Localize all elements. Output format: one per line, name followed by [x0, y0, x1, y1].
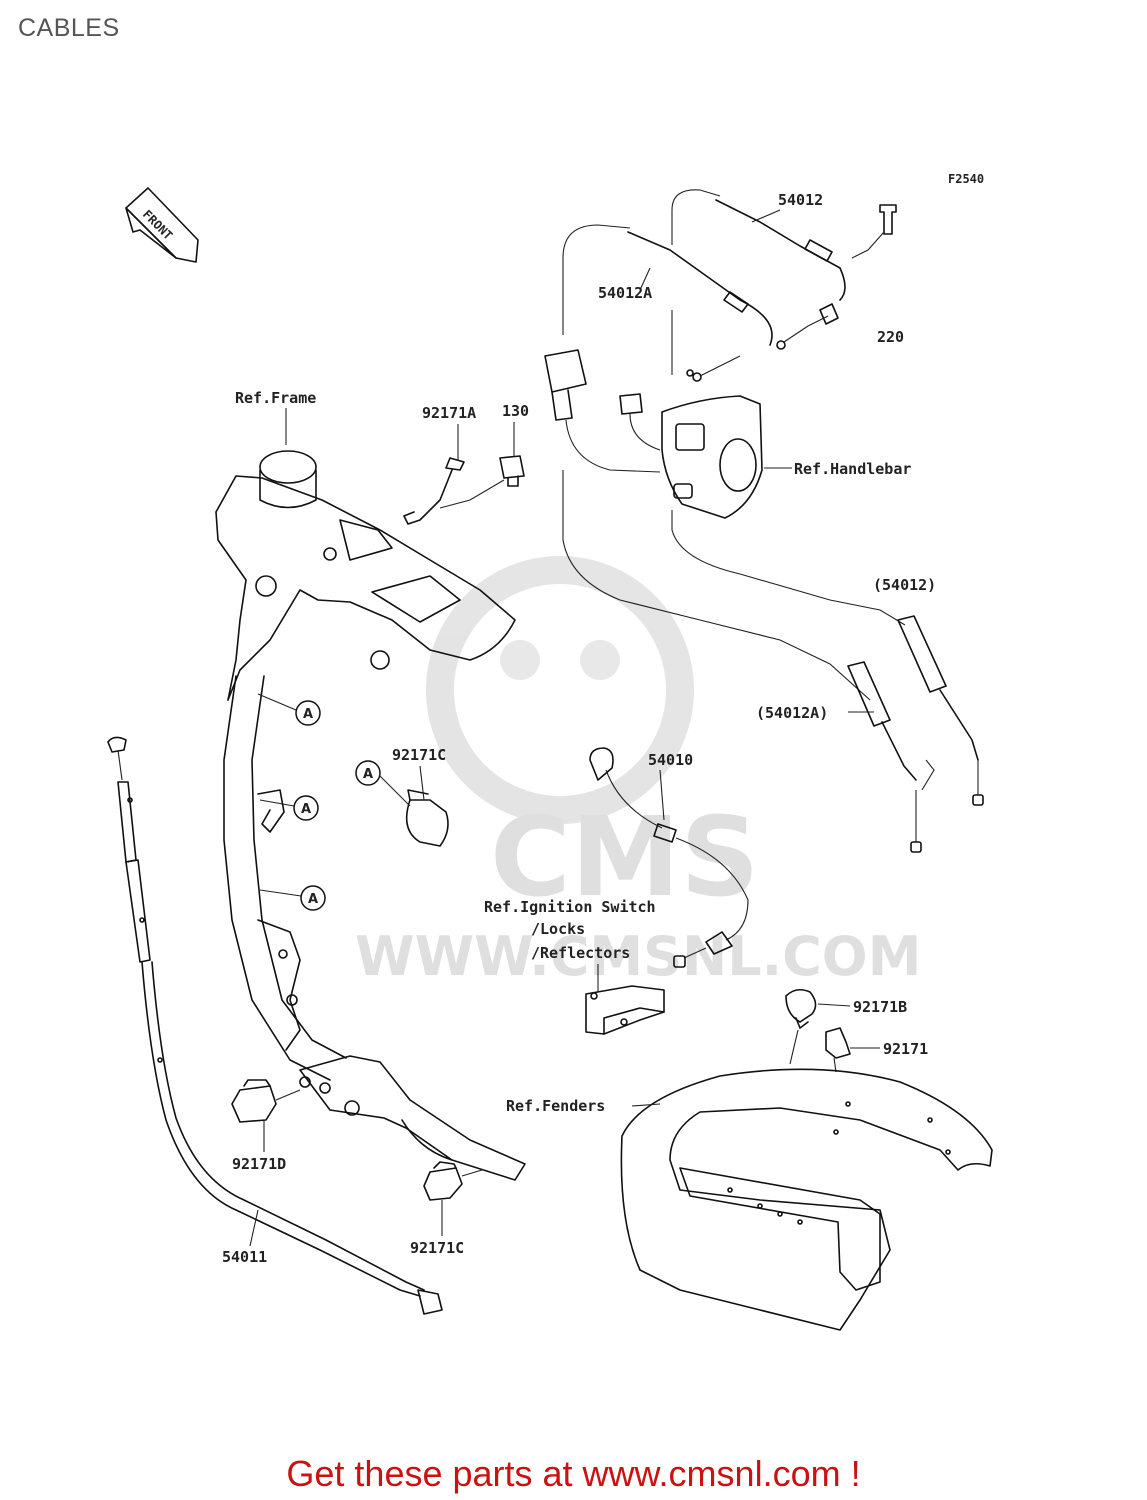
label-54011: 54011	[222, 1248, 267, 1266]
cable-run-54012A	[562, 470, 871, 701]
ignition-switch-bracket	[585, 985, 665, 1035]
clamp-92171C-bottom	[423, 1161, 483, 1201]
clip-92171	[825, 1027, 880, 1059]
label-ref-handlebar: Ref.Handlebar	[794, 460, 911, 478]
label-54012: 54012	[778, 191, 823, 209]
cable-54011	[107, 736, 443, 1315]
svg-text:A: A	[301, 802, 311, 817]
clamp-92171B	[785, 988, 851, 1029]
page-title: CABLES	[18, 14, 120, 42]
label-92171: 92171	[883, 1040, 928, 1058]
label-ref-fenders: Ref.Fenders	[506, 1097, 605, 1115]
label-ref-locks: /Locks	[531, 920, 585, 938]
marker-a-1: A	[257, 693, 321, 726]
label-92171C-top: 92171C	[392, 746, 446, 764]
label-54012A-paren: (54012A)	[756, 704, 828, 722]
label-92171C-bottom: 92171C	[410, 1239, 464, 1257]
watermark-url: WWW.CMSNL.COM	[355, 925, 921, 988]
label-ref-reflectors: /Reflectors	[531, 944, 630, 962]
figure-code: F2540	[948, 172, 984, 186]
rear-fender	[620, 1068, 993, 1331]
label-54012A: 54012A	[598, 284, 652, 302]
label-ref-frame: Ref.Frame	[235, 389, 316, 407]
label-54010: 54010	[648, 751, 693, 769]
svg-text:A: A	[308, 892, 318, 907]
clamp-92171A	[403, 455, 525, 525]
cables-lower-right	[847, 615, 984, 853]
svg-text:A: A	[363, 767, 373, 782]
watermark-brand: CMS	[490, 793, 759, 921]
watermark: CMS WWW.CMSNL.COM	[355, 556, 921, 988]
frame	[215, 450, 526, 1181]
label-92171A: 92171A	[422, 404, 476, 422]
label-220: 220	[877, 328, 904, 346]
footer-cta[interactable]: Get these parts at www.cmsnl.com !	[286, 1453, 861, 1494]
label-92171B: 92171B	[853, 998, 907, 1016]
cable-run-54012	[671, 510, 906, 626]
label-92171D: 92171D	[232, 1155, 286, 1173]
cable-54010	[589, 747, 749, 968]
throttle-cables	[562, 189, 897, 382]
label-54012-paren: (54012)	[873, 576, 936, 594]
handlebar-switch-housing	[544, 349, 792, 519]
front-arrow-icon: FRONT	[125, 187, 199, 263]
marker-a-2: A	[257, 789, 319, 833]
svg-text:A: A	[303, 707, 313, 722]
marker-a-3: A	[259, 885, 326, 911]
clamp-92171C-top	[405, 789, 449, 847]
front-arrow-label: FRONT	[140, 207, 175, 242]
label-ref-ignition: Ref.Ignition Switch	[484, 898, 656, 916]
label-130: 130	[502, 402, 529, 420]
clamp-92171D	[231, 1079, 301, 1123]
marker-a-4: A	[355, 760, 411, 807]
